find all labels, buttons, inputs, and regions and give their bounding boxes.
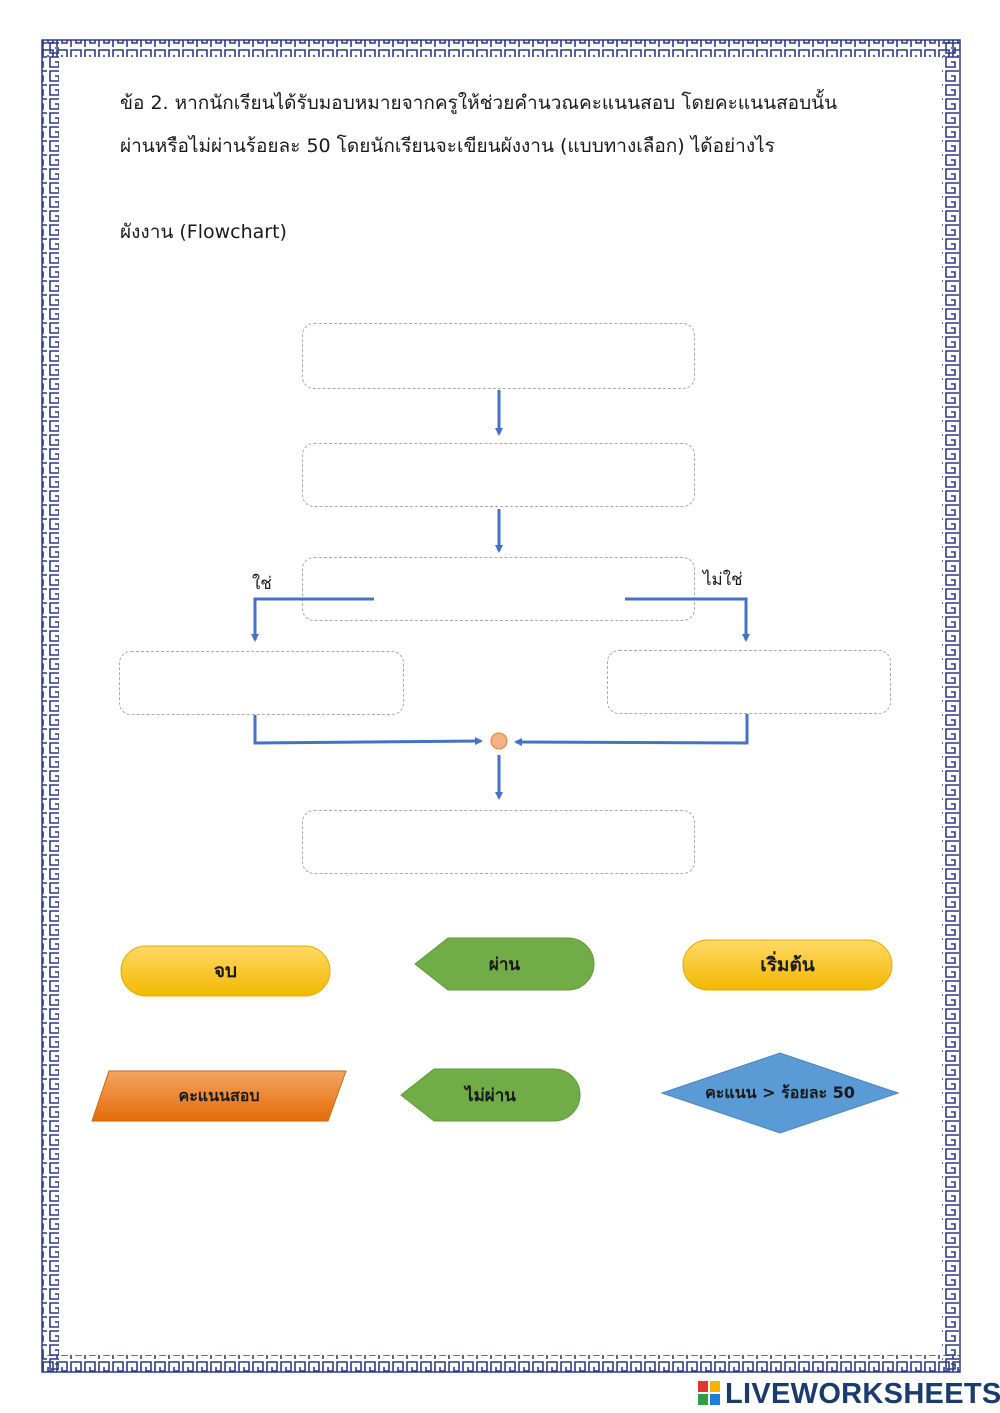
fail-label: ไม่ผ่าน (465, 1085, 516, 1106)
no-branch-label: ไม่ใช่ (703, 570, 743, 590)
drop-zone-1[interactable] (302, 323, 695, 389)
liveworksheets-icon (698, 1381, 722, 1407)
question-line-1: ข้อ 2. หากนักเรียนได้รับมอบหมายจากครูให้… (120, 92, 838, 114)
diamond-shape (661, 1052, 899, 1134)
watermark-text: LIVEWORKSHEETS (725, 1377, 1000, 1410)
drop-zone-final[interactable] (302, 810, 695, 874)
display-shape (400, 1068, 581, 1122)
drop-zone-yes-branch[interactable] (119, 651, 404, 715)
score-label: คะแนนสอบ (178, 1085, 260, 1105)
start-label: เริ่มต้น (760, 954, 815, 976)
start-terminal-card[interactable]: เริ่มต้น (682, 939, 893, 991)
question-line-2: ผ่านหรือไม่ผ่านร้อยละ 50 โดยนักเรียนจะเข… (120, 135, 775, 157)
flowchart-title: ผังงาน (Flowchart) (120, 221, 287, 243)
display-shape (414, 937, 595, 991)
fail-display-card[interactable]: ไม่ผ่าน (400, 1068, 581, 1122)
condition-label: คะแนน > ร้อยละ 50 (705, 1082, 855, 1102)
drop-zone-2[interactable] (302, 443, 695, 507)
yes-branch-label: ใช่ (252, 574, 272, 594)
condition-decision-card[interactable]: คะแนน > ร้อยละ 50 (661, 1052, 899, 1134)
pass-label: ผ่าน (488, 954, 521, 975)
connector-dot (490, 732, 508, 750)
score-input-card[interactable]: คะแนนสอบ (91, 1070, 347, 1122)
liveworksheets-logo: LIVEWORKSHEETS (698, 1376, 1000, 1412)
end-label: จบ (213, 960, 238, 982)
end-terminal-card[interactable]: จบ (120, 945, 331, 997)
terminal-shape (682, 939, 893, 991)
parallelogram-shape (91, 1070, 347, 1122)
drop-zone-decision[interactable] (302, 557, 695, 621)
pass-display-card[interactable]: ผ่าน (414, 937, 595, 991)
drop-zone-no-branch[interactable] (607, 650, 891, 714)
terminal-shape (120, 945, 331, 997)
